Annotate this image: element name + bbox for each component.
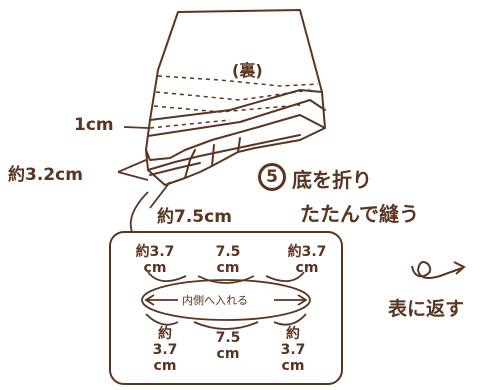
bracket-top-left [147, 271, 187, 282]
bracket-top-center [197, 275, 255, 284]
stitch-line-3 [153, 104, 301, 113]
leader-1cm [123, 126, 149, 129]
step-text-line-2: たたんで縫う [300, 202, 419, 226]
step-text-line-1: 底を折り [292, 168, 372, 192]
bracket-bottom-left [145, 313, 179, 326]
step-number-badge: 5 [258, 163, 286, 191]
bottom-oval [141, 279, 311, 321]
top-right-measure: 約3.7 cm [287, 244, 327, 276]
approx-3-2cm-label: 約3.2cm [8, 165, 83, 185]
turn-right-side-out-label: 表に返す [388, 298, 465, 320]
bracket-top-right [265, 271, 305, 282]
bottom-center-measure: 7.5 cm [215, 330, 241, 362]
reverse-side-label: (裏) [232, 61, 263, 80]
leader-3-2 [117, 159, 147, 173]
fold-1cm-label: 1cm [74, 115, 114, 135]
top-center-measure: 7.5 cm [215, 244, 241, 276]
inside-arrow-label: 内側へ入れる [182, 294, 248, 307]
stitch-line-2 [155, 89, 311, 101]
bracket-bottom-right [273, 313, 307, 326]
callout-box [109, 231, 343, 385]
gusset-fold [149, 89, 323, 121]
top-left-measure: 約3.7 cm [135, 244, 175, 276]
step-number: 5 [266, 167, 278, 187]
approx-7-5cm-label: 約7.5cm [157, 207, 232, 227]
bottom-left-measure: 約 3.7 cm [152, 326, 178, 374]
loop-arrow-icon [411, 261, 466, 279]
callout-connector [129, 191, 149, 233]
stitch-line-4 [149, 119, 231, 129]
bottom-right-measure: 約 3.7 cm [280, 326, 306, 374]
bag-outline [145, 9, 326, 186]
leader-7-5 [149, 181, 171, 209]
bracket-bottom-center [193, 321, 259, 330]
